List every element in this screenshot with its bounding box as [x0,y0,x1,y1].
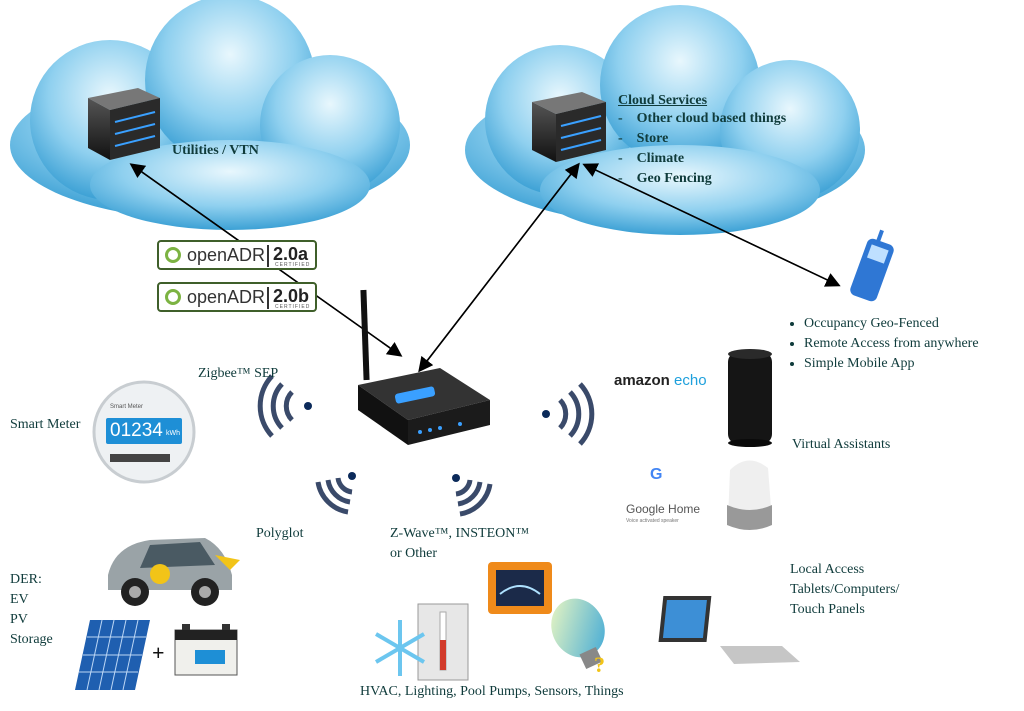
amazon-brand: amazon [614,372,670,389]
cloud-services-title: Cloud Services [618,93,708,108]
cloud-service-item: - Other cloud based things [618,111,787,126]
cloud-service-item: - Geo Fencing [618,171,712,186]
solar-panel-icon [75,619,150,691]
cloud-services-block: Cloud Services - Other cloud based thing… [618,93,786,189]
google-home-subtitle: Voice activated speaker [626,518,679,524]
wifi-signal-icon [315,472,356,515]
local-access-devices: Tablets/Computers/ [790,582,900,597]
meter-reading: 01234 [110,420,163,441]
badge-version: 2.0b [273,286,310,306]
badge-brand: openADR [187,287,266,307]
badge-cert: CERTIFIED [275,262,311,268]
mobile-feature-item: Remote Access from anywhere [804,334,979,354]
server-icon [532,92,606,162]
google-g-icon: G [650,466,663,483]
thermometer-icon [417,603,469,681]
badge-cert: CERTIFIED [275,304,311,310]
der-pv: PV [10,612,28,627]
amazon-echo-device [728,349,772,447]
zwave-label: Z-Wave™, INSTEON™ [390,526,530,541]
utilities-label: Utilities / VTN [172,143,259,158]
cloud-utilities [10,0,410,230]
smart-meter-label: Smart Meter [10,417,81,432]
mobile-feature-item: Occupancy Geo-Fenced [804,314,979,334]
badge-separator [267,245,269,267]
router-icon [358,289,490,445]
wifi-signal-icon [542,382,595,446]
svg-text:?: ? [594,652,605,677]
cloud-service-item: - Climate [618,151,685,166]
meter-unit: kWh [166,430,180,437]
smart-meter-icon [92,380,196,484]
electric-car-icon [108,538,240,606]
chip-icon [488,562,552,614]
mobile-feature-item: Simple Mobile App [804,354,979,374]
der-ev: EV [10,592,29,607]
light-bulb-icon: ? [551,598,605,677]
badge-version: 2.0a [273,244,309,264]
snowflake-icon [374,620,426,676]
virtual-assistants-label: Virtual Assistants [792,437,891,452]
badge-brand: openADR [187,245,266,265]
zwave-other-label: or Other [390,546,438,561]
mobile-features-list: Occupancy Geo-Fenced Remote Access from … [786,314,979,374]
plus-icon: + [152,640,165,665]
local-access-block: Local Access Tablets/Computers/ Touch Pa… [790,560,899,620]
openadr-logo-icon [165,247,181,263]
der-labels: DER: EV PV Storage [10,570,53,650]
zigbee-label: Zigbee™ SEP [198,366,279,381]
server-icon [88,88,160,160]
local-access-title: Local Access [790,562,865,577]
cloud-service-item: - Store [618,131,669,146]
google-home-logo: Google Home [626,502,701,516]
wifi-signal-icon [257,374,312,438]
wifi-signal-icon [452,474,493,517]
amazon-echo-logo: amazon echo [614,372,707,389]
google-home-device [727,460,772,530]
openadr-logo-icon [165,289,181,305]
things-label: HVAC, Lighting, Pool Pumps, Sensors, Thi… [360,684,624,699]
meter-header: Smart Meter [110,404,144,410]
battery-icon [174,624,238,676]
local-access-panels: Touch Panels [790,602,865,617]
der-storage: Storage [10,632,53,647]
openadr-badge-2-0a: openADR 2.0a CERTIFIED [157,240,317,270]
badge-separator [267,287,269,309]
openadr-badge-2-0b: openADR 2.0b CERTIFIED [157,282,317,312]
laptop-icon [658,596,800,664]
der-title: DER: [10,572,42,587]
echo-product: echo [674,372,707,389]
mobile-phone-icon [850,229,894,302]
polyglot-label: Polyglot [256,526,304,541]
